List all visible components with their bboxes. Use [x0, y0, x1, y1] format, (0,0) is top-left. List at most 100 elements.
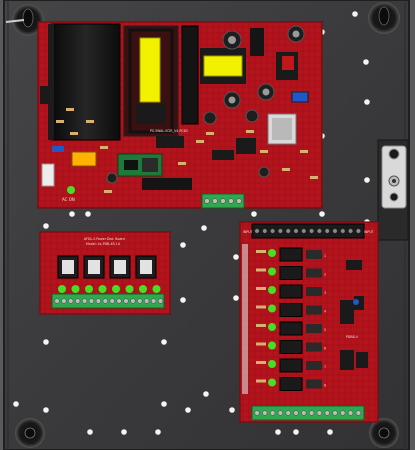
status-led — [58, 285, 66, 293]
mounting-hole — [352, 11, 358, 17]
resistor — [196, 140, 204, 143]
relay — [279, 377, 303, 391]
terminal-screw — [277, 410, 283, 416]
model-label: PS-5WAL-VCIR_V4-PCB3 — [150, 129, 188, 133]
terminal-screw — [61, 298, 67, 304]
resistor — [66, 108, 74, 111]
mounting-hole — [69, 211, 75, 217]
capacitors — [106, 25, 305, 184]
relay-led — [268, 286, 276, 294]
mounting-hole — [87, 429, 93, 435]
mounting-hole — [180, 297, 186, 303]
terminal-screw — [254, 410, 260, 416]
mounting-hole — [43, 339, 49, 345]
terminal-screw — [324, 228, 330, 234]
terminal-screw — [151, 298, 157, 304]
relay — [279, 284, 303, 299]
status-led — [71, 285, 80, 293]
relay-led — [268, 341, 276, 350]
resistor — [310, 176, 318, 179]
mounting-hole — [185, 407, 191, 413]
fuse — [88, 260, 100, 274]
terminal-screw — [270, 228, 275, 234]
relay — [279, 340, 303, 354]
transformer-primary — [123, 25, 179, 137]
terminal-screw — [309, 410, 315, 416]
terminal-screw — [68, 298, 74, 304]
resistor — [256, 361, 266, 364]
relay — [279, 358, 303, 373]
ac-on-label: AC ON — [62, 197, 75, 202]
mounting-hole — [233, 295, 239, 301]
mounting-hole — [251, 211, 257, 217]
fuse-board-left: AFDL-S Power Dist. Board Model: 4x-PDB-4… — [39, 231, 171, 315]
terminal-screw — [236, 198, 242, 204]
pdb-side-label: PDB8-4 — [346, 335, 358, 339]
resistor — [206, 132, 214, 135]
terminal-screw — [262, 410, 268, 416]
channel-number: 1 — [324, 254, 326, 258]
channel-number: 3 — [324, 291, 326, 295]
status-led — [98, 285, 107, 293]
fuse-board-title-1: AFDL-S Power Dist. Board — [84, 237, 125, 241]
terminal-screw — [109, 298, 115, 304]
resistor — [256, 250, 266, 253]
mounting-hole — [201, 225, 207, 231]
transformer-secondary — [200, 48, 246, 84]
ic-chip — [354, 296, 364, 310]
terminal-screw — [54, 298, 60, 304]
terminal-screw — [270, 410, 276, 416]
terminal-screw — [95, 298, 101, 304]
relay-led — [268, 304, 276, 313]
terminal-screw — [75, 298, 81, 304]
relay-driver — [306, 287, 322, 296]
terminal-screw — [123, 298, 129, 304]
status-led — [125, 285, 134, 293]
channel-number: 2 — [324, 273, 326, 277]
status-led — [139, 285, 147, 293]
mounting-hole — [229, 407, 235, 413]
mounting-hole — [203, 391, 209, 397]
relay-led — [268, 360, 276, 368]
ic-chip — [340, 300, 354, 324]
terminal-screw — [301, 228, 307, 234]
mounting-hole — [161, 339, 167, 345]
resistor — [256, 287, 266, 290]
resistor — [256, 305, 266, 309]
mounting-hole — [364, 99, 370, 105]
terminal-screw — [228, 198, 234, 204]
relay-driver — [306, 379, 322, 389]
relay-led — [268, 323, 276, 331]
keyhole-mount-bottom-right — [369, 418, 399, 448]
mounting-hole — [85, 211, 91, 217]
relay-driver — [306, 324, 322, 333]
resistor — [260, 150, 268, 153]
status-led — [85, 285, 93, 293]
fuse — [140, 260, 152, 274]
blue-led — [353, 299, 359, 305]
terminal-screw — [144, 298, 150, 304]
status-led — [112, 285, 120, 293]
mounting-hole — [364, 177, 370, 183]
mounting-hole — [13, 401, 19, 407]
relay — [279, 303, 303, 317]
resistor — [300, 150, 308, 153]
terminal-screw — [309, 228, 314, 234]
resistor — [70, 132, 78, 135]
channel-number: 4 — [324, 310, 326, 314]
status-led — [152, 285, 161, 293]
terminal-screw — [220, 198, 226, 204]
mounting-hole — [155, 429, 161, 435]
input-terminal-top — [251, 223, 365, 239]
resistor — [104, 190, 112, 193]
fuse — [62, 260, 74, 274]
mounting-hole — [275, 429, 281, 435]
resistor — [178, 162, 186, 165]
terminal-screw — [332, 410, 338, 416]
relay — [279, 321, 303, 336]
resistor — [86, 120, 94, 123]
terminal-screw — [293, 410, 299, 416]
mounting-hole — [43, 407, 49, 413]
